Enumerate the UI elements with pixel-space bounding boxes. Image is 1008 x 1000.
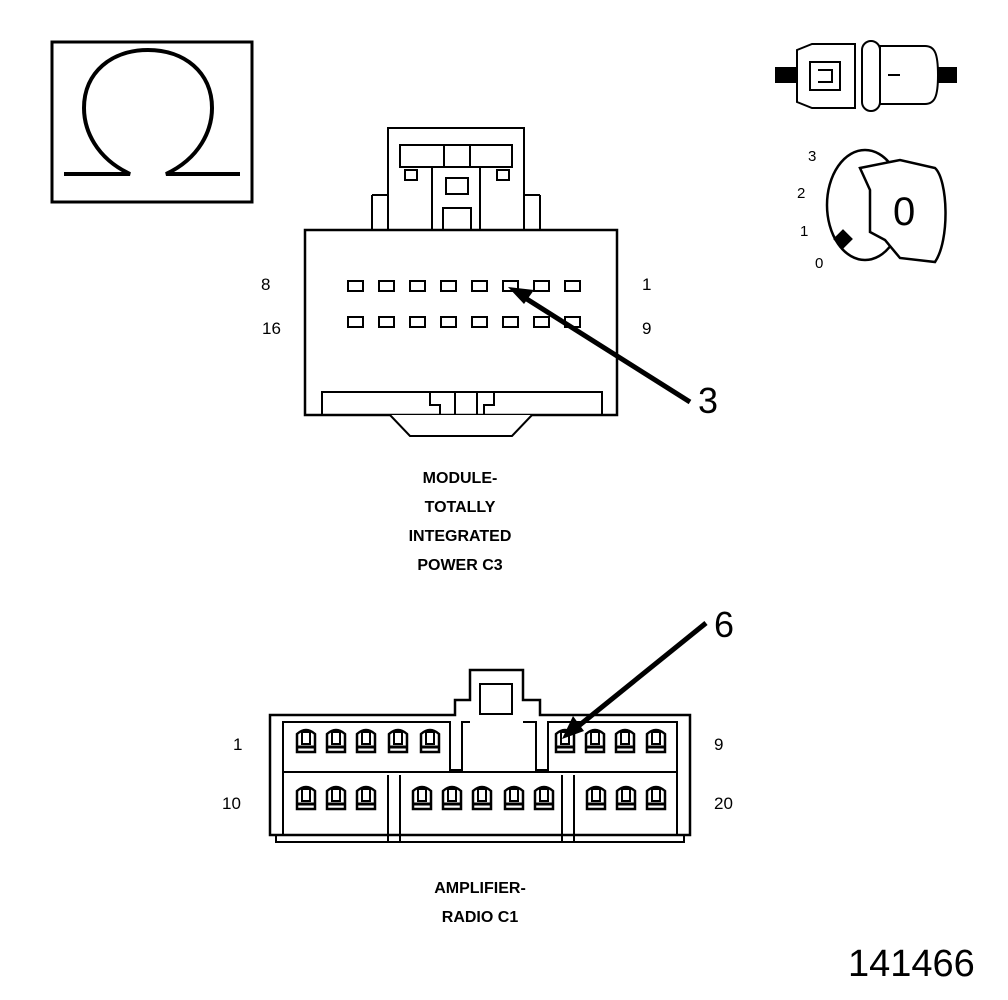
ignition-position-3: 3 bbox=[808, 148, 817, 165]
c1-pin-terminal bbox=[295, 785, 317, 811]
c3-callout-arrow bbox=[508, 287, 692, 405]
c3-pin-cavity bbox=[440, 316, 457, 328]
ignition-position-1: 1 bbox=[800, 223, 809, 240]
c1-pin-terminal bbox=[355, 785, 377, 811]
c3-pin-cavity bbox=[409, 280, 426, 292]
c1-connector-drawing bbox=[268, 668, 692, 843]
c1-pin-label-9: 9 bbox=[714, 735, 724, 754]
connector-plug-icon bbox=[775, 40, 957, 112]
c3-pin-cavity bbox=[471, 316, 488, 328]
c3-callout-number: 3 bbox=[698, 380, 719, 421]
c1-pin-label-20: 20 bbox=[714, 794, 733, 813]
c1-pin-terminal bbox=[614, 728, 636, 754]
c1-pin-terminal bbox=[503, 785, 525, 811]
c1-pin-terminals bbox=[295, 728, 667, 811]
c3-pin-cavity bbox=[378, 280, 395, 292]
c1-caption-line: RADIO C1 bbox=[441, 909, 519, 926]
c3-pin-cavity bbox=[564, 280, 581, 292]
ignition-position-2: 2 bbox=[797, 185, 806, 202]
c1-caption: AMPLIFIER- RADIO C1 bbox=[380, 874, 580, 932]
c1-pin-terminal bbox=[411, 785, 433, 811]
c3-pin-cavity bbox=[471, 280, 488, 292]
ohm-symbol-icon bbox=[50, 40, 254, 204]
c1-pin-terminal bbox=[645, 728, 667, 754]
c3-pin-cavity bbox=[347, 316, 364, 328]
c3-caption: MODULE- TOTALLY INTEGRATED POWER C3 bbox=[360, 464, 560, 580]
c3-pin-label-16: 16 bbox=[262, 319, 281, 338]
c1-callout-arrow bbox=[562, 621, 708, 739]
c3-pin-label-8: 8 bbox=[261, 275, 271, 294]
c3-caption-line: TOTALLY bbox=[424, 499, 496, 516]
c3-pin-label-1: 1 bbox=[642, 275, 652, 294]
c1-pin-terminal bbox=[325, 785, 347, 811]
c1-pin-terminal bbox=[615, 785, 637, 811]
c1-pin-label-10: 10 bbox=[222, 794, 241, 813]
c1-pin-terminal bbox=[471, 785, 493, 811]
c3-caption-line: POWER C3 bbox=[417, 557, 503, 574]
c3-caption-line: INTEGRATED bbox=[408, 528, 512, 545]
c1-pin-terminal bbox=[325, 728, 347, 754]
c1-pin-terminal bbox=[585, 785, 607, 811]
c3-pin-cavity bbox=[440, 280, 457, 292]
c3-caption-line: MODULE- bbox=[422, 470, 498, 487]
figure-number: 141466 bbox=[848, 943, 975, 985]
c1-callout-number: 6 bbox=[714, 604, 735, 645]
c1-pin-label-1: 1 bbox=[233, 735, 243, 754]
ignition-position-0: 0 bbox=[815, 255, 824, 272]
c1-pin-terminal bbox=[584, 728, 606, 754]
c3-pin-cavity bbox=[533, 280, 550, 292]
c3-pin-cavity bbox=[502, 280, 519, 292]
c3-pin-cavity bbox=[409, 316, 426, 328]
c1-pin-terminal bbox=[533, 785, 555, 811]
c3-pin-cavity bbox=[533, 316, 550, 328]
c3-pin-cavity bbox=[347, 280, 364, 292]
c1-pin-terminal bbox=[419, 728, 441, 754]
ignition-switch-icon bbox=[825, 148, 947, 264]
c1-pin-terminal bbox=[355, 728, 377, 754]
ignition-key-label: 0 bbox=[893, 190, 916, 234]
c1-pin-terminal bbox=[645, 785, 667, 811]
c3-pin-label-9: 9 bbox=[642, 319, 652, 338]
c1-pin-terminal bbox=[387, 728, 409, 754]
c3-pin-cavity bbox=[502, 316, 519, 328]
c1-caption-line: AMPLIFIER- bbox=[434, 880, 526, 897]
c3-pin-cavities bbox=[347, 280, 581, 328]
c1-pin-terminal bbox=[441, 785, 463, 811]
c1-pin-terminal bbox=[295, 728, 317, 754]
c3-pin-cavity bbox=[378, 316, 395, 328]
